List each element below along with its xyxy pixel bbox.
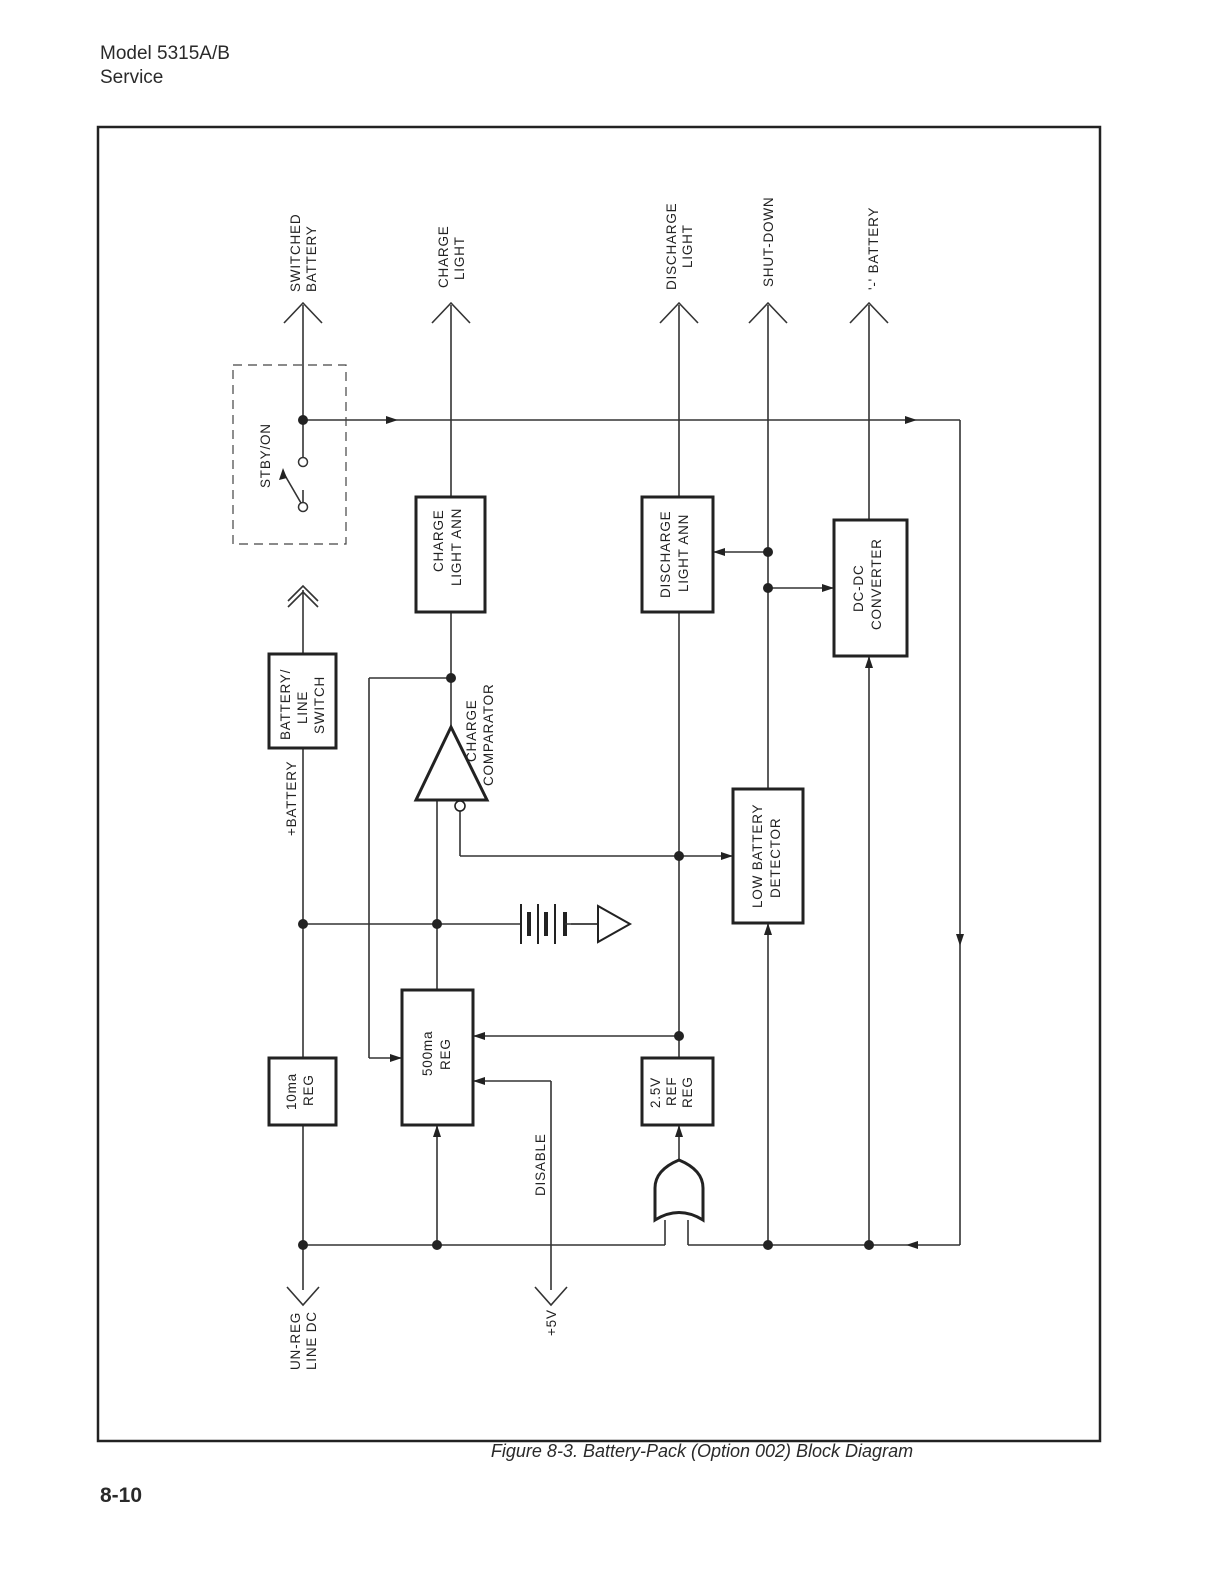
label-battery-top: BATTERY	[304, 225, 319, 292]
label-discharge-light: LIGHT	[680, 224, 695, 268]
model-title: Model 5315A/B	[100, 43, 230, 64]
section-title: Service	[100, 67, 164, 88]
charge-light-ann-line1: CHARGE	[431, 509, 446, 572]
label-charge: CHARGE	[436, 225, 451, 288]
battery-line-switch-line2: LINE	[295, 691, 310, 724]
ref-reg-line3: REG	[680, 1076, 695, 1108]
ref-reg-line2: REF	[664, 1077, 679, 1106]
label-line-dc: LINE DC	[304, 1311, 319, 1370]
discharge-light-ann-line1: DISCHARGE	[658, 511, 673, 598]
ref-reg-2-5v-block	[640, 1056, 715, 1127]
charge-light-ann-line2: LIGHT ANN	[449, 508, 464, 586]
label-disable: DISABLE	[533, 1133, 548, 1196]
label-stby-on: STBY/ON	[258, 423, 273, 488]
battery-line-switch-line3: SWITCH	[312, 676, 327, 734]
page-number: 8-10	[100, 1484, 143, 1507]
figure-caption: Figure 8-3. Battery-Pack (Option 002) Bl…	[490, 1441, 914, 1461]
low-battery-line1: LOW BATTERY	[750, 804, 765, 908]
ref-reg-line1: 2.5V	[648, 1077, 663, 1108]
reg-10ma-block	[267, 1056, 338, 1127]
stby-on-switch-enclosure	[232, 364, 347, 545]
reg-10ma-line2: REG	[301, 1074, 316, 1106]
label-switched: SWITCHED	[288, 214, 303, 292]
dc-dc-line2: CONVERTER	[869, 538, 884, 630]
reg-500ma-line1: 500ma	[420, 1031, 435, 1076]
charge-light-ann-block	[414, 495, 487, 614]
label-shut-down: SHUT-DOWN	[761, 197, 776, 287]
ground-icon	[597, 904, 633, 944]
label-minus-battery: '-' BATTERY	[866, 207, 881, 290]
charge-comparator-line1: CHARGE	[464, 699, 479, 762]
discharge-light-ann-block	[640, 495, 715, 614]
diagram-frame	[96, 125, 1102, 1443]
discharge-light-ann-line2: LIGHT ANN	[676, 514, 691, 592]
page-header: Model 5315A/B Service	[100, 42, 230, 90]
battery-line-switch-line1: BATTERY/	[278, 669, 293, 740]
label-plus-5v: +5V	[544, 1309, 559, 1336]
label-un-reg: UN-REG	[288, 1312, 303, 1370]
reg-500ma-line2: REG	[438, 1038, 453, 1070]
or-gate	[653, 1158, 705, 1223]
label-plus-battery: +BATTERY	[284, 761, 299, 836]
label-discharge: DISCHARGE	[664, 203, 679, 290]
battery-line-switch-block	[267, 652, 338, 750]
reg-500ma-block	[400, 988, 475, 1127]
charge-comparator	[413, 723, 490, 802]
dc-dc-line1: DC-DC	[851, 565, 866, 613]
reg-10ma-line1: 10ma	[284, 1073, 299, 1110]
dc-dc-converter-block	[832, 518, 909, 658]
low-battery-detector-block	[731, 787, 805, 925]
charge-comparator-line2: COMPARATOR	[481, 683, 496, 786]
battery-symbol	[520, 904, 598, 944]
label-light: LIGHT	[452, 236, 467, 280]
low-battery-line2: DETECTOR	[768, 818, 783, 898]
